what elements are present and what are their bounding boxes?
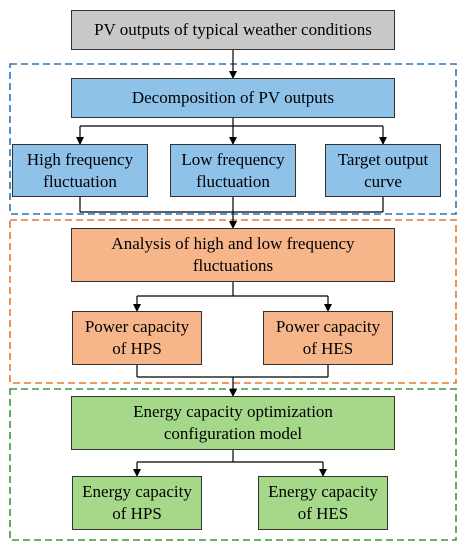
pv-outputs-label: PV outputs of typical weather conditions: [94, 20, 372, 39]
target-output-box: Target output curve: [325, 144, 441, 197]
low-frequency-label: Low frequency fluctuation: [181, 149, 285, 191]
optimization-model-label: Energy capacity optimization configurati…: [133, 402, 333, 443]
pv-outputs-box: PV outputs of typical weather conditions: [71, 10, 395, 50]
power-hps-label: Power capacity of HPS: [84, 317, 190, 358]
optimization-model-box: Energy capacity optimization configurati…: [71, 396, 395, 450]
decomposition-box: Decomposition of PV outputs: [71, 78, 395, 118]
power-hps-box: Power capacity of HPS: [72, 311, 202, 365]
decomposition-label: Decomposition of PV outputs: [131, 88, 335, 107]
energy-hps-box: Energy capacity of HPS: [72, 476, 202, 530]
low-frequency-box: Low frequency fluctuation: [170, 144, 296, 197]
energy-hes-label: Energy capacity of HES: [268, 482, 378, 523]
analysis-box: Analysis of high and low frequency fluct…: [71, 228, 395, 282]
power-hes-box: Power capacity of HES: [263, 311, 393, 365]
energy-hps-label: Energy capacity of HPS: [82, 482, 192, 523]
high-frequency-box: High frequency fluctuation: [12, 144, 148, 197]
target-output-label: Target output curve: [337, 149, 429, 191]
analysis-label: Analysis of high and low frequency fluct…: [111, 234, 355, 275]
high-frequency-label: High frequency fluctuation: [26, 149, 134, 191]
power-hes-label: Power capacity of HES: [275, 317, 381, 358]
energy-hes-box: Energy capacity of HES: [258, 476, 388, 530]
